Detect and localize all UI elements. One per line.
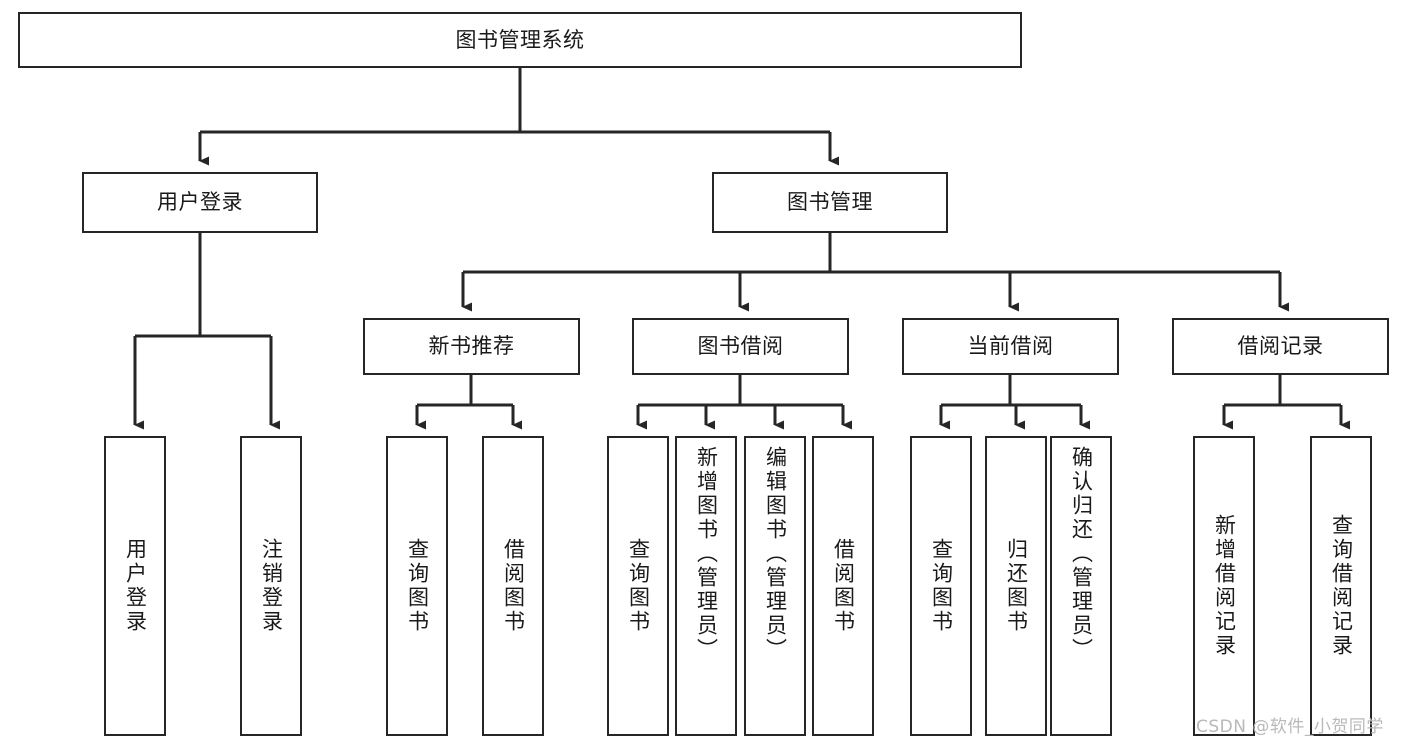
node-book-manage[interactable]: 图书管理 bbox=[712, 172, 948, 233]
node-leaf-borrow-book-1[interactable]: 借阅图书 bbox=[482, 436, 544, 736]
node-leaf-add-book-admin-label: 新增图书（管理员） bbox=[694, 446, 719, 662]
node-borrow-record[interactable]: 借阅记录 bbox=[1172, 318, 1389, 375]
node-leaf-user-login-label: 用户登录 bbox=[123, 538, 148, 634]
node-leaf-add-book-admin[interactable]: 新增图书（管理员） bbox=[675, 436, 737, 736]
watermark: CSDN @软件_小贺同学 bbox=[1196, 717, 1384, 737]
node-leaf-return-book-label: 归还图书 bbox=[1004, 538, 1029, 634]
node-leaf-confirm-return-admin-label: 确认归还（管理员） bbox=[1069, 446, 1094, 662]
node-root[interactable]: 图书管理系统 bbox=[18, 12, 1022, 68]
node-leaf-borrow-book-2[interactable]: 借阅图书 bbox=[812, 436, 874, 736]
node-leaf-query-book-2-label: 查询图书 bbox=[626, 538, 651, 634]
node-leaf-add-borrow-record[interactable]: 新增借阅记录 bbox=[1193, 436, 1255, 736]
node-leaf-query-borrow-record-label: 查询借阅记录 bbox=[1329, 514, 1354, 658]
node-leaf-add-borrow-record-label: 新增借阅记录 bbox=[1212, 514, 1237, 658]
node-leaf-user-logout[interactable]: 注销登录 bbox=[240, 436, 302, 736]
node-current-borrow[interactable]: 当前借阅 bbox=[902, 318, 1119, 375]
node-leaf-user-logout-label: 注销登录 bbox=[259, 538, 284, 634]
node-leaf-query-book-3[interactable]: 查询图书 bbox=[910, 436, 972, 736]
node-leaf-query-borrow-record[interactable]: 查询借阅记录 bbox=[1310, 436, 1372, 736]
node-leaf-query-book-2[interactable]: 查询图书 bbox=[607, 436, 669, 736]
node-leaf-edit-book-admin-label: 编辑图书（管理员） bbox=[763, 446, 788, 662]
node-new-book-recommend[interactable]: 新书推荐 bbox=[363, 318, 580, 375]
node-borrow-record-label: 借阅记录 bbox=[1237, 334, 1324, 359]
node-book-borrow-label: 图书借阅 bbox=[697, 334, 784, 359]
node-leaf-query-book-1[interactable]: 查询图书 bbox=[386, 436, 448, 736]
node-book-manage-label: 图书管理 bbox=[787, 190, 873, 215]
node-user-login-label: 用户登录 bbox=[157, 190, 243, 215]
node-leaf-borrow-book-2-label: 借阅图书 bbox=[831, 538, 856, 634]
node-leaf-query-book-1-label: 查询图书 bbox=[405, 538, 430, 634]
node-current-borrow-label: 当前借阅 bbox=[967, 334, 1054, 359]
node-user-login[interactable]: 用户登录 bbox=[82, 172, 318, 233]
node-leaf-user-login[interactable]: 用户登录 bbox=[104, 436, 166, 736]
node-leaf-edit-book-admin[interactable]: 编辑图书（管理员） bbox=[744, 436, 806, 736]
node-new-book-recommend-label: 新书推荐 bbox=[428, 334, 515, 359]
node-leaf-return-book[interactable]: 归还图书 bbox=[985, 436, 1047, 736]
node-leaf-borrow-book-1-label: 借阅图书 bbox=[501, 538, 526, 634]
node-leaf-confirm-return-admin[interactable]: 确认归还（管理员） bbox=[1050, 436, 1112, 736]
edges-group bbox=[133, 68, 1350, 430]
node-book-borrow[interactable]: 图书借阅 bbox=[632, 318, 849, 375]
node-leaf-query-book-3-label: 查询图书 bbox=[929, 538, 954, 634]
node-root-label: 图书管理系统 bbox=[455, 27, 585, 52]
